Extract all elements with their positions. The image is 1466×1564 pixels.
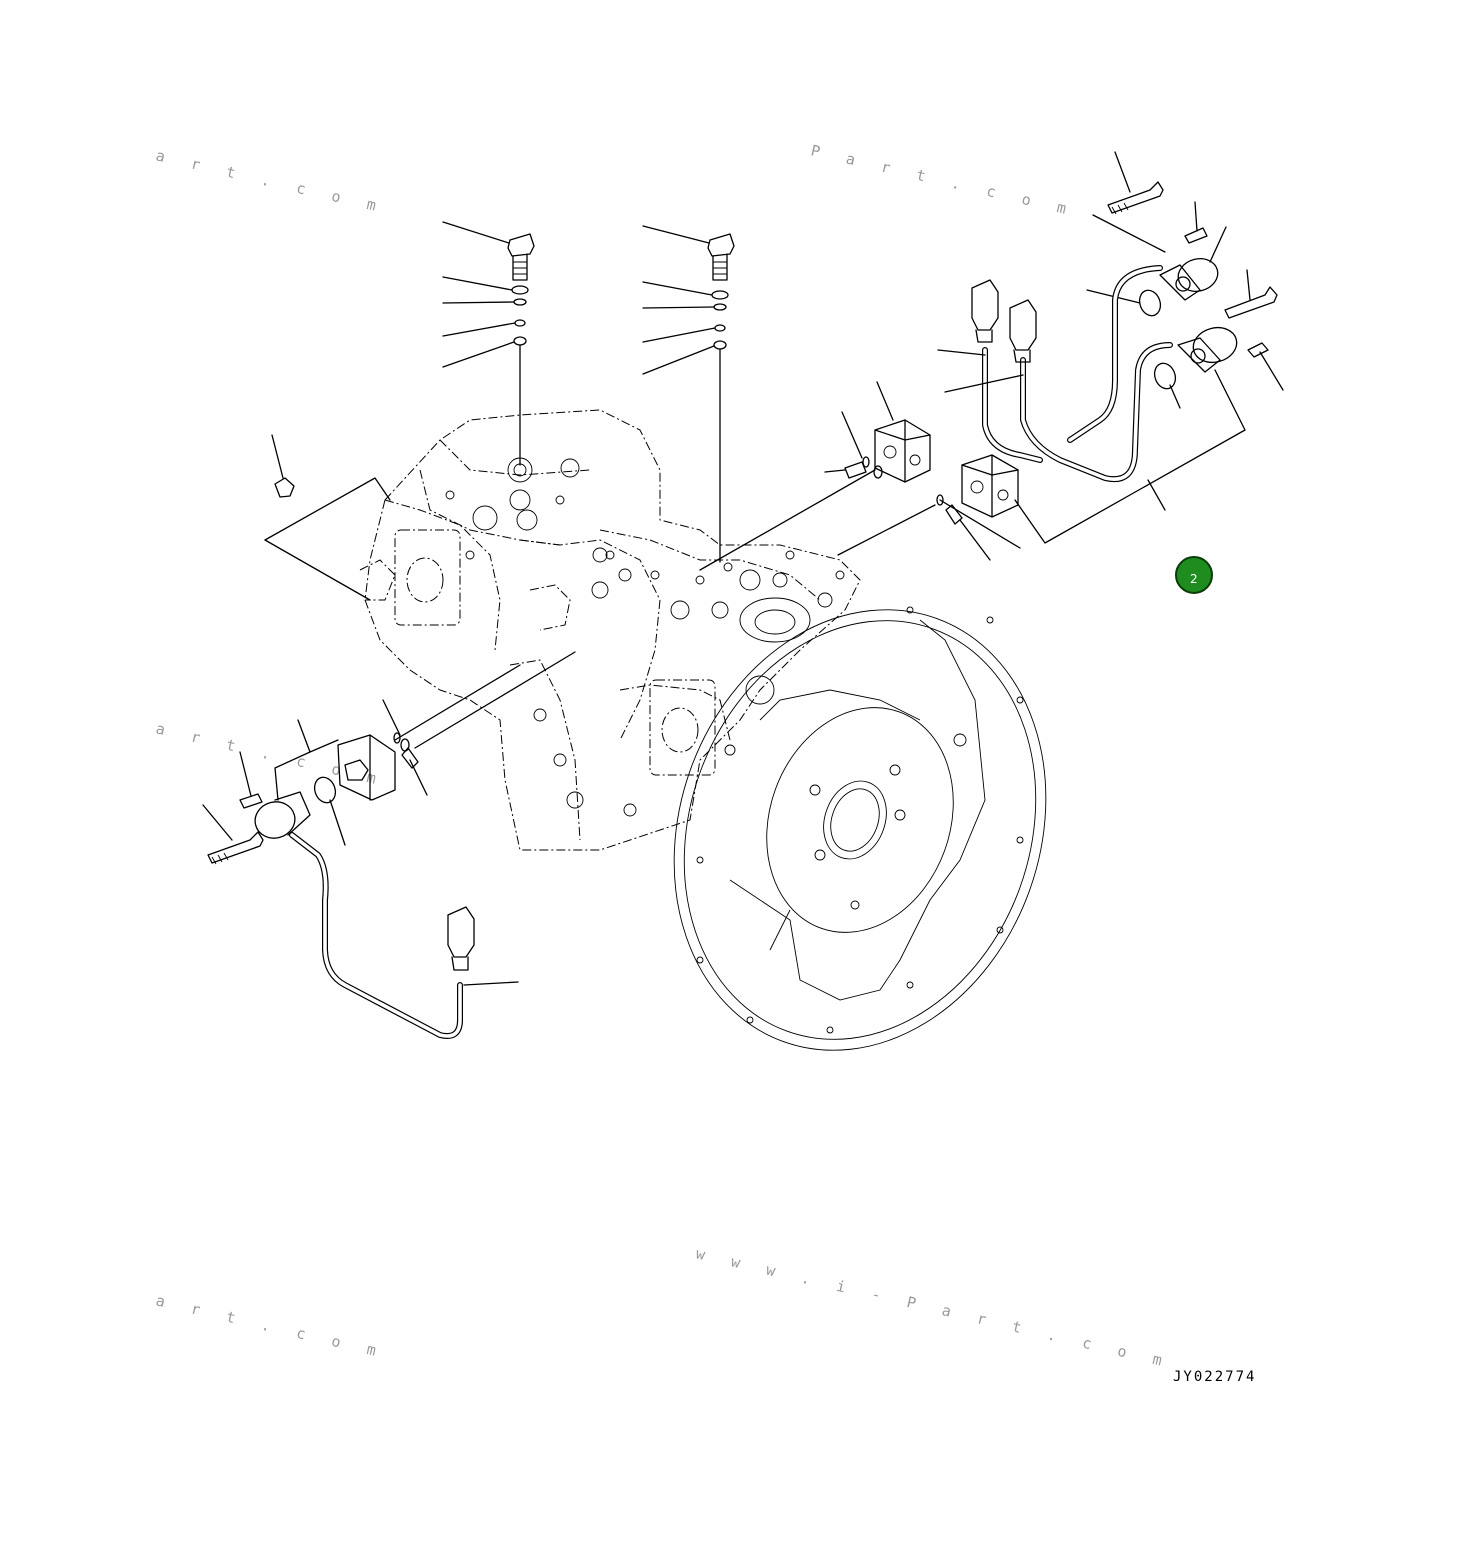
watermarks: a r t . c o m P a r t . c o m a r t . c … — [154, 141, 1172, 1371]
left-plug-stack — [442, 221, 535, 466]
watermark-bottom-left: a r t . c o m — [154, 1291, 386, 1361]
top-right-wiring-harness — [937, 265, 1173, 511]
watermark-top-left: a r t . c o m — [154, 146, 386, 216]
valve-block-upper — [874, 381, 931, 483]
valve-block-lower — [961, 454, 1019, 518]
callout-badge[interactable]: 2 — [1175, 556, 1213, 594]
hydraulic-pump-body — [359, 409, 861, 851]
callout-badge-label[interactable]: 2 — [1190, 572, 1198, 586]
drawing-code: JY022774 — [1173, 1369, 1256, 1385]
callout-badge-circle[interactable] — [1175, 556, 1213, 594]
watermark-top-center: P a r t . c o m — [809, 141, 1077, 219]
watermark-mid-left: a r t . c o m — [154, 719, 386, 789]
watermark-bottom-center: w w w . i - P a r t . c o m — [694, 1244, 1172, 1371]
middle-plug-stack — [642, 225, 735, 563]
left-solenoid-assembly — [202, 651, 576, 1039]
left-fitting — [264, 434, 391, 601]
top-right-solenoid — [1014, 151, 1284, 544]
flywheel-housing — [673, 606, 1047, 1051]
valve-block-seals — [699, 411, 1021, 571]
